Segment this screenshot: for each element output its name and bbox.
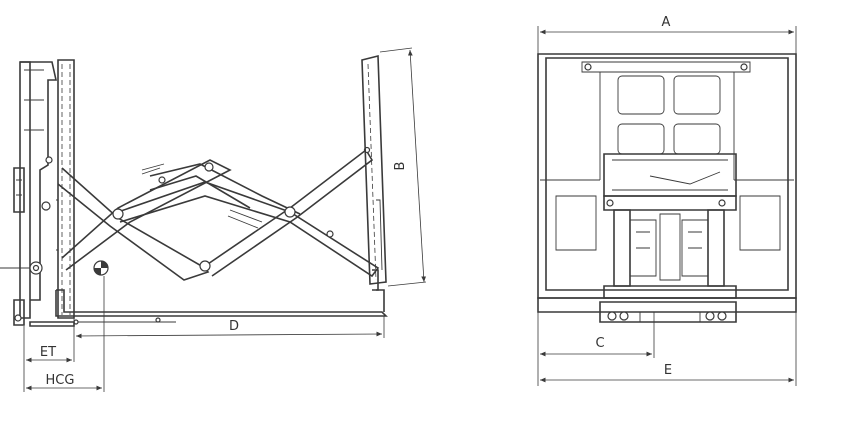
dimension-label-b: B xyxy=(393,162,408,171)
front-plate xyxy=(537,53,797,299)
forks xyxy=(29,289,388,327)
moving-plate xyxy=(361,54,387,291)
dimension-label-et: ET xyxy=(40,345,56,360)
dimension-lines-side xyxy=(23,47,427,392)
dimension-label-e: E xyxy=(664,363,672,378)
dimension-label-hcg: HCG xyxy=(46,373,75,388)
dimension-lines-front xyxy=(537,26,797,386)
dimension-label-c: C xyxy=(595,336,604,351)
dimension-label-d: D xyxy=(229,319,239,334)
front-view xyxy=(537,26,797,386)
scissor-arms xyxy=(57,146,380,281)
front-bottom-bar xyxy=(537,297,797,323)
dimension-label-a: A xyxy=(662,15,671,30)
center-of-gravity-symbol xyxy=(93,260,109,276)
side-view xyxy=(0,47,427,392)
carriage-frame xyxy=(0,61,57,326)
front-mechanism xyxy=(603,153,737,299)
front-windows xyxy=(617,75,721,155)
